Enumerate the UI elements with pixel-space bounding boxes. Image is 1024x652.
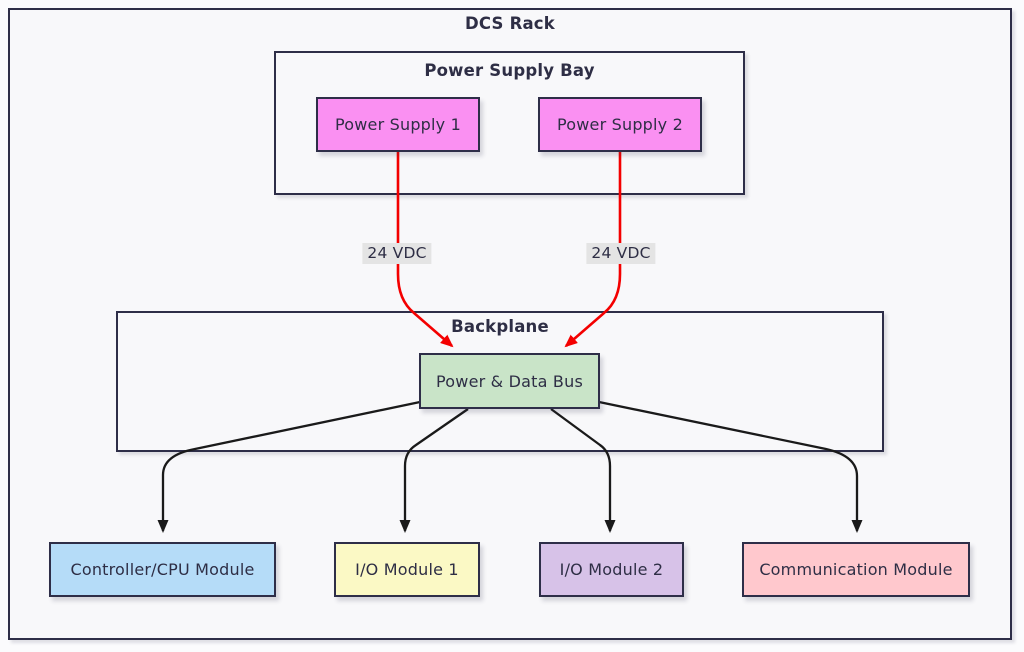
node-label-io-module-2: I/O Module 2 bbox=[559, 560, 664, 579]
node-label-io-module-1: I/O Module 1 bbox=[355, 560, 459, 579]
node-communication-module: Communication Module bbox=[742, 542, 970, 597]
edge-label-24vdc-1: 24 VDC bbox=[362, 243, 432, 264]
node-io-module-1: I/O Module 1 bbox=[334, 542, 480, 597]
node-io-module-2: I/O Module 2 bbox=[539, 542, 684, 597]
node-label-power-supply-2: Power Supply 2 bbox=[556, 115, 684, 134]
cluster-title-backplane: Backplane bbox=[451, 317, 549, 336]
edge-label-24vdc-2: 24 VDC bbox=[586, 243, 656, 264]
cluster-title-dcs-rack: DCS Rack bbox=[465, 14, 555, 33]
node-power-data-bus: Power & Data Bus bbox=[419, 353, 600, 409]
cluster-title-power-supply-bay: Power Supply Bay bbox=[424, 61, 595, 80]
node-controller-cpu-module: Controller/CPU Module bbox=[49, 542, 276, 597]
node-label-power-data-bus: Power & Data Bus bbox=[436, 371, 583, 391]
node-label-communication-module: Communication Module bbox=[759, 560, 953, 579]
node-power-supply-1: Power Supply 1 bbox=[316, 97, 480, 152]
node-power-supply-2: Power Supply 2 bbox=[538, 97, 702, 152]
node-label-power-supply-1: Power Supply 1 bbox=[334, 115, 462, 134]
node-label-controller-cpu-module: Controller/CPU Module bbox=[70, 560, 255, 579]
